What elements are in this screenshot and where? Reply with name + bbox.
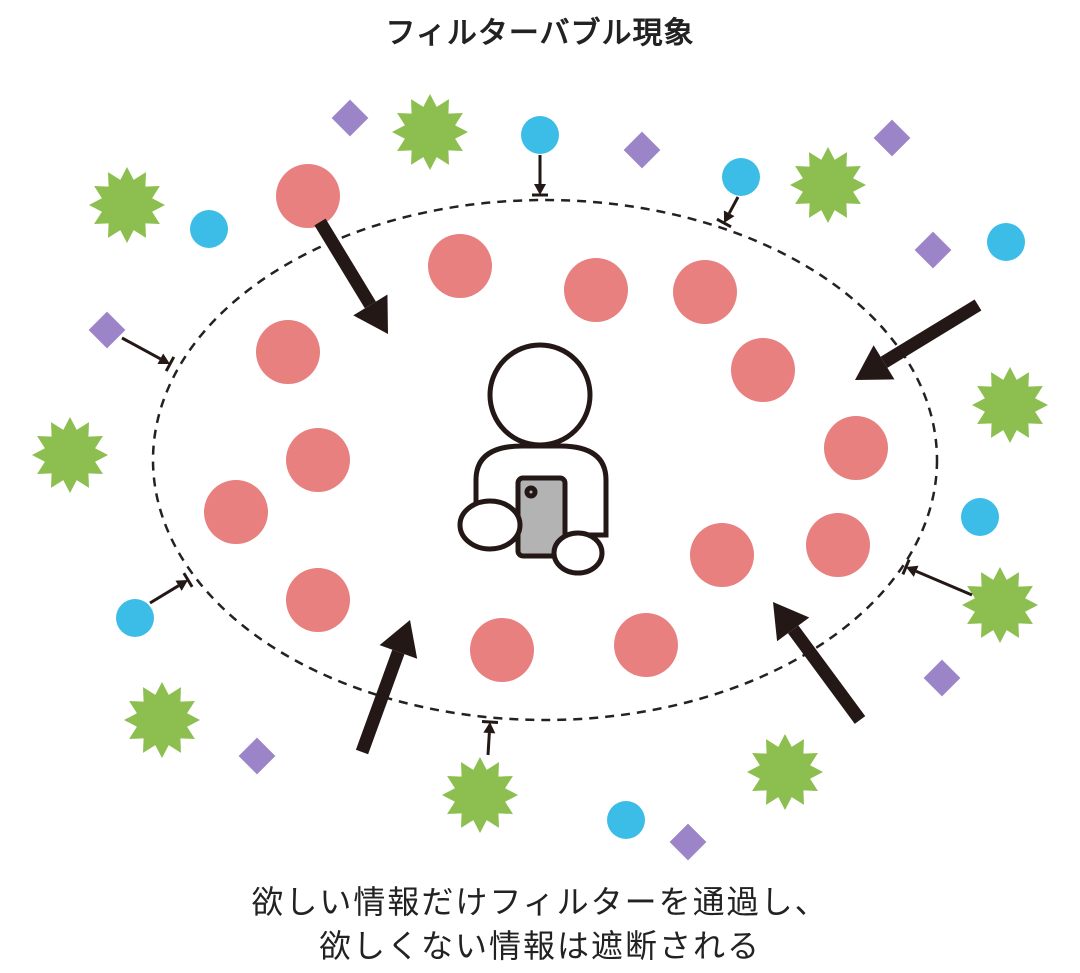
blocked-circle-shape xyxy=(961,498,999,536)
preferred-info-circle xyxy=(824,416,888,480)
blocked-arrow xyxy=(121,336,176,372)
preferred-info-circle xyxy=(690,523,754,587)
blocked-diamond-shape xyxy=(331,99,369,137)
preferred-info-circle xyxy=(286,568,350,632)
blocked-star-shape xyxy=(790,147,866,223)
blocked-circle-shape xyxy=(521,116,559,154)
person-with-smartphone-icon xyxy=(457,342,609,576)
preferred-info-circle xyxy=(806,513,870,577)
right-hand xyxy=(551,530,605,576)
blocked-diamond-shape xyxy=(623,131,661,169)
blocked-info-shapes xyxy=(32,94,1048,861)
blocked-arrow xyxy=(901,559,973,597)
blocked-diamond-shape xyxy=(669,823,707,861)
blocked-arrow xyxy=(532,155,548,197)
passing-arrow xyxy=(773,602,866,724)
preferred-info-circle xyxy=(470,618,534,682)
caption: 欲しい情報だけフィルターを通過し、 欲しくない情報は遮断される xyxy=(0,880,1080,968)
diagram-title: フィルターバブル現象 xyxy=(385,16,695,51)
blocked-arrow xyxy=(149,572,194,605)
left-hand xyxy=(457,498,523,552)
blocked-circle-shape xyxy=(116,599,154,637)
caption-line-2: 欲しくない情報は遮断される xyxy=(318,927,761,965)
passing-arrows xyxy=(314,218,982,755)
blocked-star-shape xyxy=(962,567,1038,643)
passing-arrow xyxy=(314,218,388,334)
preferred-info-circle xyxy=(286,428,350,492)
blocked-diamond-shape xyxy=(873,119,911,157)
blocked-arrows xyxy=(121,155,973,756)
preferred-info-circle xyxy=(256,320,320,384)
blocked-diamond-shape xyxy=(914,231,952,269)
preferred-info-group xyxy=(204,164,888,682)
blocked-diamond-shape xyxy=(923,659,961,697)
blocked-arrow xyxy=(481,720,499,756)
blocked-circle-shape xyxy=(722,158,760,196)
blocked-circle-shape xyxy=(190,210,228,248)
caption-line-1: 欲しい情報だけフィルターを通過し、 xyxy=(251,883,829,921)
preferred-info-circle xyxy=(428,234,492,298)
passing-arrow xyxy=(355,620,418,755)
preferred-info-circle xyxy=(204,480,268,544)
preferred-info-circle xyxy=(673,260,737,324)
blocked-star-shape xyxy=(32,417,108,493)
blocked-star-shape xyxy=(972,367,1048,443)
blocked-star-shape xyxy=(89,167,165,243)
preferred-info-circle xyxy=(564,258,628,322)
blocked-arrow xyxy=(716,196,740,229)
blocked-circle-shape xyxy=(607,801,645,839)
blocked-circle-shape xyxy=(987,223,1025,261)
passing-arrow xyxy=(855,299,982,380)
preferred-info-circle xyxy=(614,613,678,677)
blocked-star-shape xyxy=(442,757,518,833)
filter-bubble xyxy=(151,198,939,722)
blocked-diamond-shape xyxy=(88,311,126,349)
blocked-star-shape xyxy=(747,734,823,810)
blocked-star-shape xyxy=(124,682,200,758)
blocked-star-shape xyxy=(392,94,468,170)
preferred-info-circle xyxy=(276,164,340,228)
blocked-diamond-shape xyxy=(238,737,276,775)
preferred-info-circle xyxy=(731,338,795,402)
